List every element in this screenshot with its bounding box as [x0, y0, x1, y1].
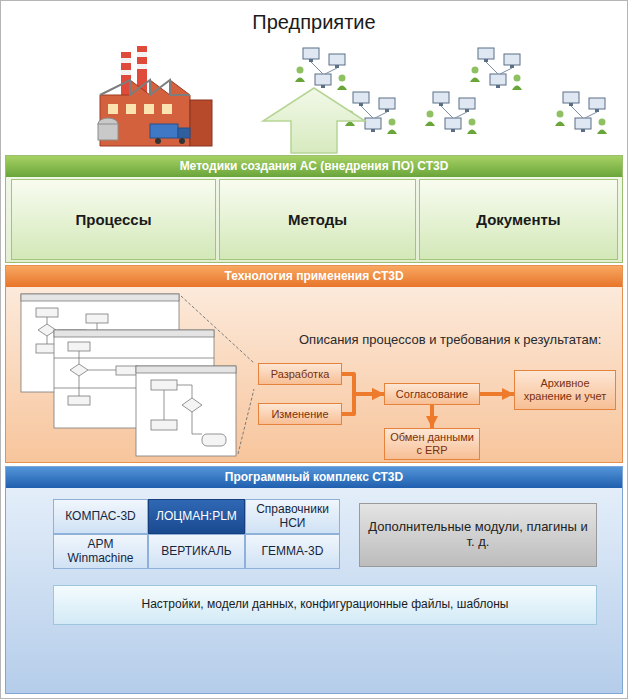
- box-label: ГЕММА-3D: [262, 545, 324, 559]
- method-box: Процессы: [11, 179, 216, 260]
- box-label: Обмен данными с ERP: [389, 431, 475, 456]
- process-box: Изменение: [258, 403, 342, 425]
- process-box: Обмен данными с ERP: [384, 428, 480, 460]
- software-cell: АРМ Winmachine: [53, 534, 148, 569]
- software-cell: Справочники НСИ: [245, 499, 340, 534]
- section-note: Описания процессов и требования к резуль…: [299, 332, 601, 347]
- factory-icon: [98, 46, 212, 146]
- flow-arrow: [430, 405, 434, 428]
- title: Предприятие: [0, 11, 628, 34]
- software-cell: ВЕРТИКАЛЬ: [148, 534, 245, 569]
- process-box: Разработка: [258, 363, 342, 385]
- method-section: Методики создания АС (внедрения ПО) СТ3D…: [5, 155, 623, 263]
- box-label: АРМ Winmachine: [58, 538, 143, 566]
- box-label: Изменение: [271, 408, 328, 421]
- flow-arrow: [342, 394, 384, 414]
- software-cell: ЛОЦМАН:PLM: [148, 499, 245, 534]
- process-box: Архивное хранение и учет: [514, 370, 616, 410]
- box-label: КОМПАС-3D: [65, 510, 136, 524]
- box-label: Документы: [476, 211, 560, 228]
- software-cell: ГЕММА-3D: [245, 534, 340, 569]
- box-label: Настройки, модели данных, конфигурационн…: [142, 598, 509, 612]
- flow-arrow: [480, 392, 514, 396]
- box-label: ВЕРТИКАЛЬ: [161, 545, 231, 559]
- box-label: Процессы: [76, 211, 152, 228]
- up-arrow: [263, 88, 365, 153]
- addon-box: Дополнительные модули, плагины и т. д.: [359, 503, 597, 567]
- software-section: Программный комплекс СТ3D КОМПАС-3D ЛОЦМАН…: [5, 466, 623, 694]
- box-label: Разработка: [271, 368, 330, 381]
- method-box: Методы: [219, 179, 416, 260]
- flowchart-illustration: [6, 266, 256, 466]
- section-header: Программный комплекс СТ3D: [6, 467, 622, 488]
- box-label: Архивное хранение и учет: [519, 377, 611, 402]
- box-label: Методы: [288, 211, 347, 228]
- section-header: Методики создания АС (внедрения ПО) СТ3D: [6, 156, 622, 177]
- settings-box: Настройки, модели данных, конфигурационн…: [53, 585, 597, 625]
- process-box: Согласование: [384, 383, 480, 405]
- box-label: Справочники НСИ: [250, 503, 335, 531]
- technology-section: Технология применения СТ3D Описания проце…: [5, 265, 623, 463]
- software-cell: КОМПАС-3D: [53, 499, 148, 534]
- box-label: Согласование: [396, 388, 468, 401]
- box-label: Дополнительные модули, плагины и т. д.: [364, 520, 592, 550]
- box-label: ЛОЦМАН:PLM: [156, 510, 237, 524]
- method-box: Документы: [419, 179, 618, 260]
- flow-arrow: [342, 374, 384, 394]
- section-header: Технология применения СТ3D: [6, 266, 622, 287]
